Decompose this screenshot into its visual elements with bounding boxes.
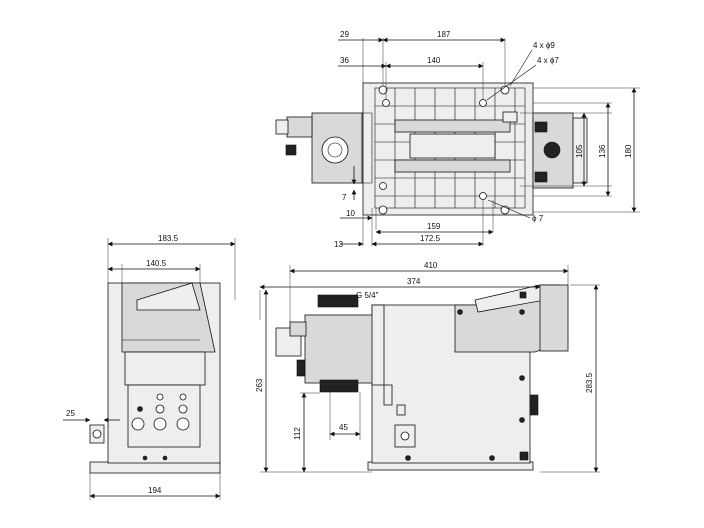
front-view-dimensions	[259, 265, 600, 473]
top-connector-plug	[275, 119, 289, 135]
front-pump-head	[304, 314, 381, 384]
side-view-labels: 183.5 140.5 25 194	[66, 234, 179, 495]
front-view: 410 374 G 5/4" 263 283.5 112 45	[255, 261, 600, 473]
top-view: 29 187 36 140 4 x ϕ9 4 x ϕ7 105 136 180 …	[275, 30, 640, 249]
dim-172-5: 172.5	[420, 234, 441, 243]
dim-10: 10	[346, 209, 355, 218]
dim-283-5: 283.5	[585, 372, 594, 393]
dim-105: 105	[575, 144, 584, 158]
dim-25: 25	[66, 409, 75, 418]
top-hole-bl	[378, 205, 388, 215]
side-motor-cap	[136, 282, 201, 311]
dim-194: 194	[148, 486, 162, 495]
side-port-5	[178, 404, 188, 414]
side-port-7	[156, 393, 164, 401]
side-port-1	[131, 417, 145, 431]
dim-thread: G 5/4"	[356, 291, 379, 300]
top-motor-clip-lower	[534, 171, 548, 183]
top-label-plate	[502, 111, 518, 123]
top-inner-frame	[374, 87, 526, 209]
dim-410: 410	[424, 261, 438, 270]
top-port-circle	[321, 136, 349, 164]
top-connector	[286, 116, 313, 138]
top-motor-knob	[543, 141, 561, 159]
dim-holes-7: 4 x ϕ7	[537, 56, 559, 65]
top-rail-lower	[394, 159, 511, 173]
dim-7: 7	[342, 193, 347, 202]
dim-13: 13	[334, 240, 343, 249]
side-port-8	[137, 406, 143, 412]
top-flange	[362, 112, 373, 184]
top-hole-inner-tl	[382, 99, 390, 107]
dim-140-5: 140.5	[146, 259, 167, 268]
dim-29: 29	[340, 30, 349, 39]
side-port-3	[176, 417, 190, 431]
top-hole-inner-bl	[379, 182, 387, 190]
front-flange	[371, 304, 385, 386]
dim-159: 159	[427, 222, 441, 231]
side-mid-section	[124, 351, 206, 386]
top-rail-upper	[394, 119, 511, 133]
dim-holes-9: 4 x ϕ9	[533, 41, 555, 50]
side-ports	[131, 393, 190, 431]
front-view-labels: 410 374 G 5/4" 263 283.5 112 45	[255, 261, 594, 440]
top-grid-ribs	[375, 88, 525, 208]
front-inlet-port	[317, 294, 359, 308]
top-hole-inner-tr	[479, 99, 487, 107]
dim-183-5: 183.5	[158, 234, 179, 243]
dim-180: 180	[624, 144, 633, 158]
dim-374: 374	[407, 277, 421, 286]
side-view: 183.5 140.5 25 194	[63, 234, 236, 500]
side-base	[89, 461, 221, 474]
front-motor-end	[539, 284, 569, 352]
side-port-panel	[127, 384, 201, 448]
dim-45: 45	[339, 423, 348, 432]
top-view-labels: 29 187 36 140 4 x ϕ9 4 x ϕ7 105 136 180 …	[334, 30, 633, 249]
top-port-inner	[327, 142, 343, 158]
side-port-2	[153, 417, 167, 431]
dim-136: 136	[598, 144, 607, 158]
top-motor-clip-upper	[534, 121, 548, 133]
dim-phi-7: ϕ 7	[532, 214, 544, 223]
dim-263: 263	[255, 378, 264, 392]
dim-36: 36	[340, 56, 349, 65]
dim-140: 140	[427, 56, 441, 65]
side-port-6	[179, 393, 187, 401]
side-view-dimensions	[63, 238, 236, 500]
top-center-block	[409, 133, 496, 159]
top-hole-inner-br	[479, 192, 487, 200]
dim-112: 112	[293, 427, 302, 440]
side-port-4	[155, 404, 165, 414]
front-cable-gland	[296, 359, 306, 377]
front-outlet-port	[319, 379, 359, 393]
front-connector-head	[289, 321, 307, 337]
dim-187: 187	[437, 30, 451, 39]
top-view-dimensions	[338, 37, 640, 247]
top-cable-gland	[285, 144, 297, 156]
